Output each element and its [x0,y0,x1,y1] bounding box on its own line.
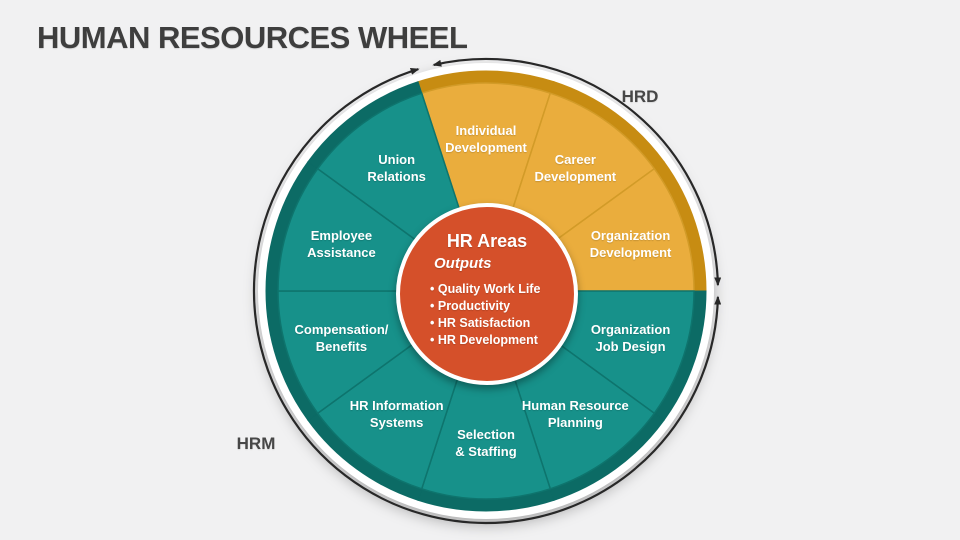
hub-bullet: HR Development [430,332,574,349]
hub-circle: HR AreasOutputsQuality Work LifeProducti… [396,203,578,385]
hrd-label: HRD [621,87,659,106]
wheel-segment-selection-staffing [417,288,555,512]
hub-bullet: Quality Work Life [430,281,574,298]
hrm-label: HRM [236,434,276,453]
hub-subtitle: Outputs [434,255,492,272]
hub-bullet: HR Satisfaction [430,315,574,332]
hub-bullet: Productivity [430,298,574,315]
hub-title: HR Areas [446,231,528,251]
slide-title: HUMAN RESOURCES WHEEL [37,20,468,55]
segment-face [420,288,552,500]
hrm-arc-arrow [252,68,722,525]
hub-bullet-list: Quality Work LifeProductivityHR Satisfac… [430,281,574,349]
